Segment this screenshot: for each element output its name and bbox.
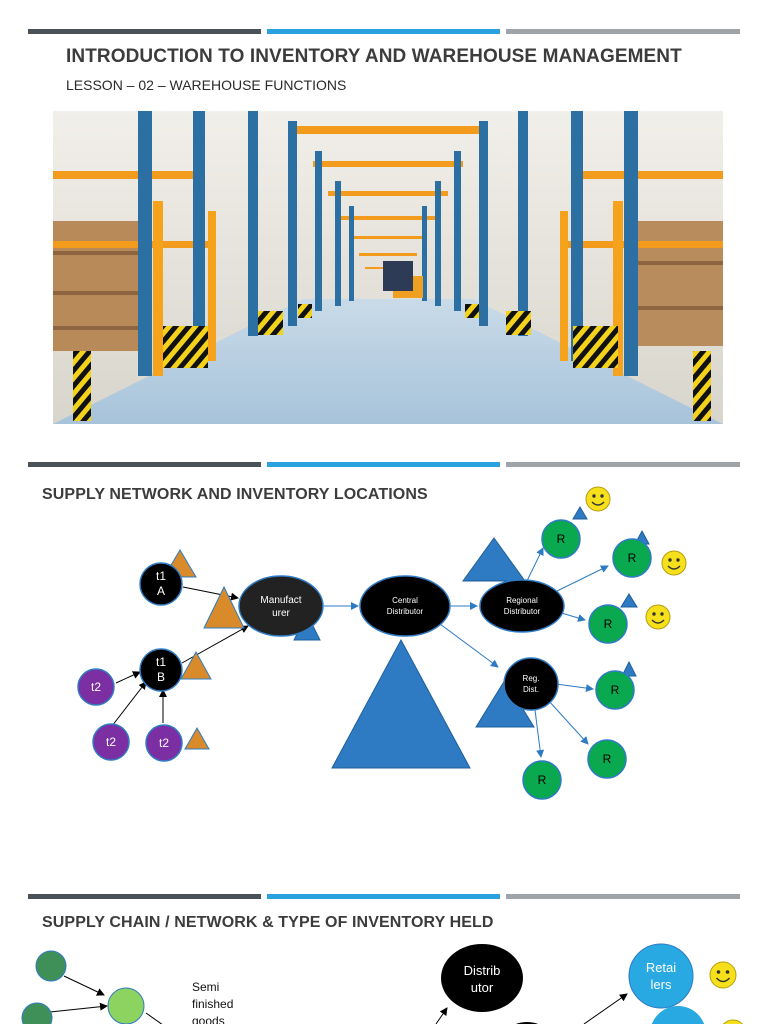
slide1-title: INTRODUCTION TO INVENTORY AND WAREHOUSE …	[66, 46, 682, 67]
svg-text:t2: t2	[106, 735, 116, 749]
slide2-title: SUPPLY NETWORK AND INVENTORY LOCATIONS	[42, 486, 428, 503]
smiley-icon	[645, 604, 671, 630]
node-t1a-line2: A	[157, 584, 165, 598]
slide2-bar-dark	[28, 462, 261, 467]
node-t1a-line1: t1	[156, 569, 166, 583]
svg-text:Regional: Regional	[506, 596, 538, 605]
svg-text:Central: Central	[392, 596, 418, 605]
svg-text:R: R	[557, 532, 566, 546]
svg-text:R: R	[538, 773, 547, 787]
slide3-bar-dark	[28, 894, 261, 899]
header-bar-dark	[28, 29, 261, 34]
svg-text:R: R	[628, 551, 637, 565]
svg-text:lers: lers	[651, 977, 672, 992]
svg-text:urer: urer	[272, 608, 290, 619]
slide2-bar-blue	[267, 462, 500, 467]
smiley-icon	[661, 550, 687, 576]
supply-chain-inventory-diagram: Semi finished goods Distrib utor Retai l…	[21, 943, 747, 1024]
semi-finished-label-1: Semi	[192, 980, 219, 994]
slide3-bar-grey	[506, 894, 740, 899]
slide3-title: SUPPLY CHAIN / NETWORK & TYPE OF INVENTO…	[42, 914, 494, 931]
smiley-icon	[719, 1019, 747, 1024]
warehouse-photo	[53, 111, 723, 424]
svg-text:Reg.: Reg.	[523, 674, 540, 683]
smiley-icon	[709, 961, 737, 989]
svg-text:Dist.: Dist.	[523, 685, 539, 694]
supply-network-diagram: t1 A t1 B Manufact urer Central Distribu…	[77, 486, 687, 800]
svg-text:t1: t1	[156, 655, 166, 669]
slide2-bar-grey	[506, 462, 740, 467]
smiley-icon	[585, 486, 611, 512]
semi-finished-label-3: goods	[192, 1014, 225, 1024]
header-bar-grey	[506, 29, 740, 34]
slide3-bar-blue	[267, 894, 500, 899]
svg-text:Retai: Retai	[646, 960, 676, 975]
svg-text:Distributor: Distributor	[504, 607, 541, 616]
svg-text:R: R	[611, 683, 620, 697]
svg-text:R: R	[604, 617, 613, 631]
svg-text:Distrib: Distrib	[464, 963, 501, 978]
svg-text:R: R	[603, 752, 612, 766]
slide1-subtitle: LESSON – 02 – WAREHOUSE FUNCTIONS	[66, 77, 347, 93]
svg-text:utor: utor	[471, 980, 494, 995]
svg-text:t2: t2	[159, 736, 169, 750]
svg-text:Manufact: Manufact	[260, 595, 301, 606]
svg-text:Distributor: Distributor	[387, 607, 424, 616]
header-bar-blue	[267, 29, 500, 34]
svg-text:B: B	[157, 670, 165, 684]
semi-finished-label-2: finished	[192, 997, 233, 1011]
svg-text:t2: t2	[91, 680, 101, 694]
